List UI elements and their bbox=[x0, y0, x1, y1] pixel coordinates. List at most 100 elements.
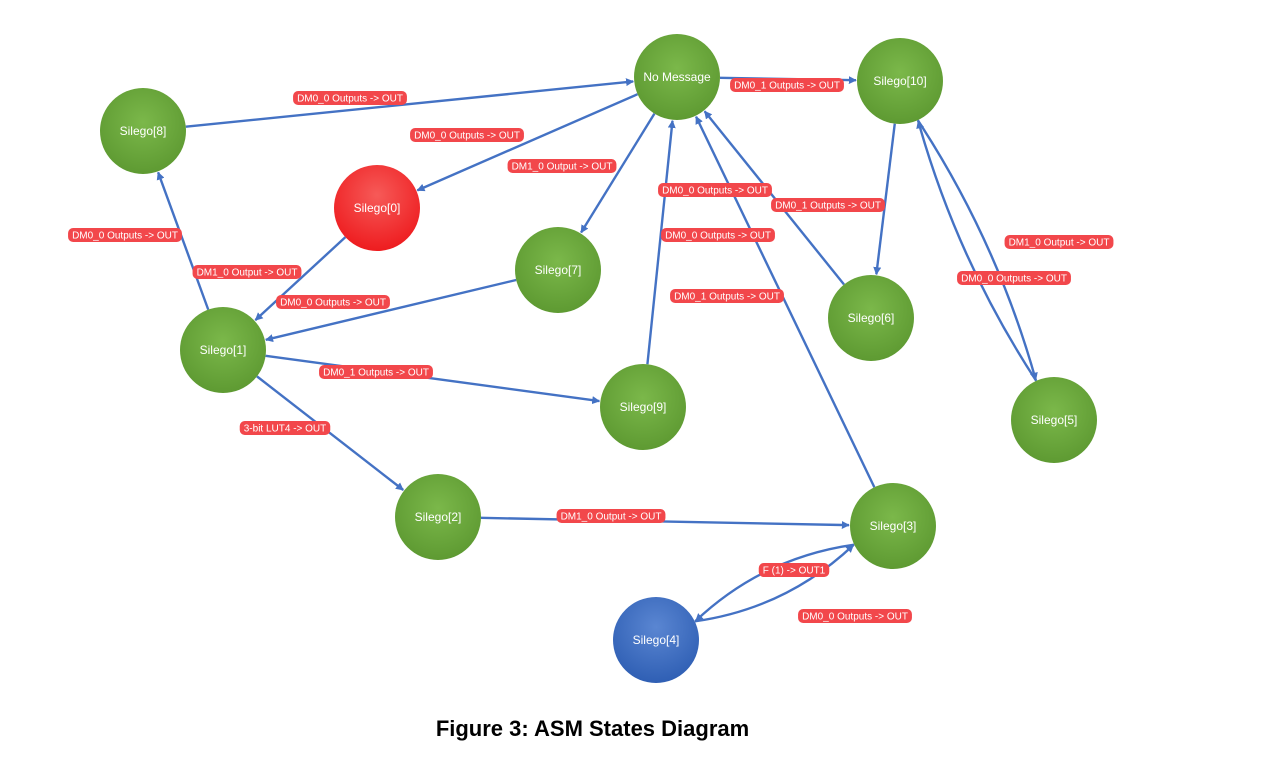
edge-labels-layer: DM0_0 Outputs -> OUT DM0_1 Outputs -> OUT… bbox=[68, 78, 1114, 623]
transition-label-text: DM0_1 Outputs -> OUT bbox=[323, 368, 429, 379]
transition-label-background bbox=[798, 609, 912, 623]
transition-label-nomsg-to-s7: DM1_0 Output -> OUT bbox=[507, 159, 617, 173]
transition-label-text: F (1) -> OUT1 bbox=[763, 566, 826, 577]
transition-label-text: DM0_0 Outputs -> OUT bbox=[297, 94, 403, 105]
state-node-s1: Silego[1] bbox=[180, 307, 266, 393]
transition-label-s0-to-s1: DM1_0 Output -> OUT bbox=[192, 265, 302, 279]
transition-arrow-s2-to-s3 bbox=[480, 516, 850, 529]
transition-label-text: DM0_0 Outputs -> OUT bbox=[961, 274, 1067, 285]
transition-label-background bbox=[758, 563, 830, 577]
state-label: Silego[4] bbox=[633, 633, 680, 647]
transition-label-text: DM1_0 Output -> OUT bbox=[1009, 238, 1110, 249]
transition-label-text: DM0_0 Outputs -> OUT bbox=[414, 131, 520, 142]
transition-label-s9-to-nomsg: DM0_0 Outputs -> OUT bbox=[661, 228, 775, 242]
state-circle bbox=[850, 483, 936, 569]
transition-label-background bbox=[771, 198, 885, 212]
transition-arrow-s3-to-nomsg bbox=[694, 115, 876, 488]
transition-arrow-nomsg-to-s7 bbox=[580, 112, 656, 234]
state-node-nomsg: No Message bbox=[634, 34, 720, 120]
state-circle bbox=[828, 275, 914, 361]
transition-arrow-s10-to-s5 bbox=[916, 119, 1038, 381]
transition-label-background bbox=[319, 365, 433, 379]
state-node-s2: Silego[2] bbox=[395, 474, 481, 560]
transition-label-background bbox=[239, 421, 331, 435]
state-circle bbox=[857, 38, 943, 124]
transition-arrow-s9-to-nomsg bbox=[646, 119, 676, 365]
state-label: Silego[2] bbox=[415, 510, 462, 524]
transition-label-s4-to-s3: F (1) -> OUT1 bbox=[758, 563, 830, 577]
transition-label-s3-to-s4: DM0_0 Outputs -> OUT bbox=[798, 609, 912, 623]
transition-arrow-s1-to-s9 bbox=[265, 354, 601, 405]
transition-label-s10-to-s5: DM1_0 Output -> OUT bbox=[1004, 235, 1114, 249]
transition-label-background bbox=[192, 265, 302, 279]
state-circle bbox=[180, 307, 266, 393]
transition-label-s5-to-s10: DM0_0 Outputs -> OUT bbox=[957, 271, 1071, 285]
transition-label-text: DM1_0 Output -> OUT bbox=[197, 268, 298, 279]
transition-arrow-s5-to-s10 bbox=[916, 120, 1038, 382]
transition-label-s10-to-s6: DM0_1 Outputs -> OUT bbox=[771, 198, 885, 212]
transition-arrow-s6-to-nomsg bbox=[703, 110, 845, 286]
transition-label-s1-to-s9: DM0_1 Outputs -> OUT bbox=[319, 365, 433, 379]
transition-label-text: DM0_1 Outputs -> OUT bbox=[734, 81, 840, 92]
transition-label-s6-to-nomsg: DM0_0 Outputs -> OUT bbox=[658, 183, 772, 197]
state-circle bbox=[395, 474, 481, 560]
asm-state-diagram: No Message Silego[10] Silego[8] Silego[0] Si… bbox=[68, 34, 1114, 683]
transition-label-nomsg-to-s10: DM0_1 Outputs -> OUT bbox=[730, 78, 844, 92]
state-label: Silego[6] bbox=[848, 311, 895, 325]
transition-label-text: DM0_0 Outputs -> OUT bbox=[802, 612, 908, 623]
state-label: Silego[10] bbox=[873, 74, 926, 88]
transition-label-text: DM1_0 Output -> OUT bbox=[512, 162, 613, 173]
transition-label-background bbox=[658, 183, 772, 197]
transition-label-text: 3-bit LUT4 -> OUT bbox=[244, 424, 327, 435]
state-circle bbox=[100, 88, 186, 174]
transition-arrow-s1-to-s8 bbox=[156, 171, 210, 311]
transition-label-text: DM1_0 Output -> OUT bbox=[561, 512, 662, 523]
transition-label-text: DM0_0 Outputs -> OUT bbox=[280, 298, 386, 309]
state-label: Silego[5] bbox=[1031, 413, 1078, 427]
transition-label-text: DM0_1 Outputs -> OUT bbox=[674, 292, 780, 303]
transition-label-background bbox=[556, 509, 666, 523]
transition-label-nomsg-to-s0: DM0_0 Outputs -> OUT bbox=[410, 128, 524, 142]
transition-label-s2-to-s3: DM1_0 Output -> OUT bbox=[556, 509, 666, 523]
state-circle bbox=[634, 34, 720, 120]
state-circle bbox=[613, 597, 699, 683]
state-label: Silego[3] bbox=[870, 519, 917, 533]
transition-label-background bbox=[957, 271, 1071, 285]
state-circle bbox=[334, 165, 420, 251]
state-label: No Message bbox=[643, 70, 711, 84]
nodes-layer: No Message Silego[10] Silego[8] Silego[0] Si… bbox=[100, 34, 1097, 683]
transition-label-text: DM0_0 Outputs -> OUT bbox=[665, 231, 771, 242]
state-label: Silego[0] bbox=[354, 201, 401, 215]
transition-label-background bbox=[507, 159, 617, 173]
transition-arrow-s1-to-s2 bbox=[256, 375, 404, 491]
transition-label-s1-to-s8: DM0_0 Outputs -> OUT bbox=[68, 228, 182, 242]
state-circle bbox=[515, 227, 601, 313]
figure-caption: Figure 3: ASM States Diagram bbox=[435, 716, 750, 741]
transition-label-text: DM0_0 Outputs -> OUT bbox=[662, 186, 768, 197]
transition-arrow-s10-to-s6 bbox=[873, 123, 896, 276]
state-node-s3: Silego[3] bbox=[850, 483, 936, 569]
state-node-s5: Silego[5] bbox=[1011, 377, 1097, 463]
transition-arrow-s8-to-nomsg bbox=[185, 78, 635, 128]
transition-label-text: DM0_0 Outputs -> OUT bbox=[72, 231, 178, 242]
state-circle bbox=[600, 364, 686, 450]
transition-label-background bbox=[68, 228, 182, 242]
transition-label-background bbox=[670, 289, 784, 303]
state-node-s9: Silego[9] bbox=[600, 364, 686, 450]
transition-arrow-nomsg-to-s0 bbox=[416, 93, 639, 192]
state-label: Silego[8] bbox=[120, 124, 167, 138]
transition-label-s1-to-s2: 3-bit LUT4 -> OUT bbox=[239, 421, 331, 435]
state-label: Silego[1] bbox=[200, 343, 247, 357]
transition-label-s8-to-nomsg: DM0_0 Outputs -> OUT bbox=[293, 91, 407, 105]
transition-label-background bbox=[1004, 235, 1114, 249]
transition-label-s7-to-s1: DM0_0 Outputs -> OUT bbox=[276, 295, 390, 309]
transition-label-background bbox=[661, 228, 775, 242]
transition-label-background bbox=[730, 78, 844, 92]
state-label: Silego[9] bbox=[620, 400, 667, 414]
transition-label-text: DM0_1 Outputs -> OUT bbox=[775, 201, 881, 212]
state-node-s4: Silego[4] bbox=[613, 597, 699, 683]
transition-arrow-s7-to-s1 bbox=[265, 278, 517, 342]
transition-label-background bbox=[293, 91, 407, 105]
state-node-s10: Silego[10] bbox=[857, 38, 943, 124]
state-node-s8: Silego[8] bbox=[100, 88, 186, 174]
